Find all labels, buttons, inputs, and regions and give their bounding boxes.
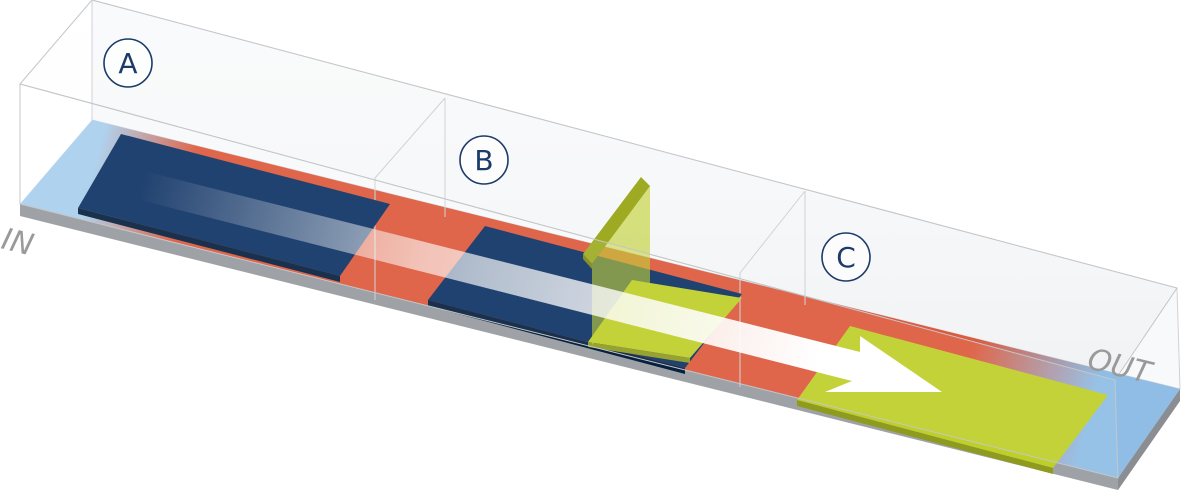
svg-text:C: C — [836, 241, 856, 274]
in-label: IN — [0, 222, 37, 264]
flow-arrow — [140, 170, 942, 392]
zone-b-label: B — [459, 135, 509, 185]
zone-c-label: C — [821, 232, 871, 282]
svg-text:A: A — [118, 47, 137, 80]
svg-text:B: B — [474, 144, 493, 177]
enclosure-front-wall — [19, 83, 1119, 479]
zone-a-label: A — [103, 38, 153, 88]
